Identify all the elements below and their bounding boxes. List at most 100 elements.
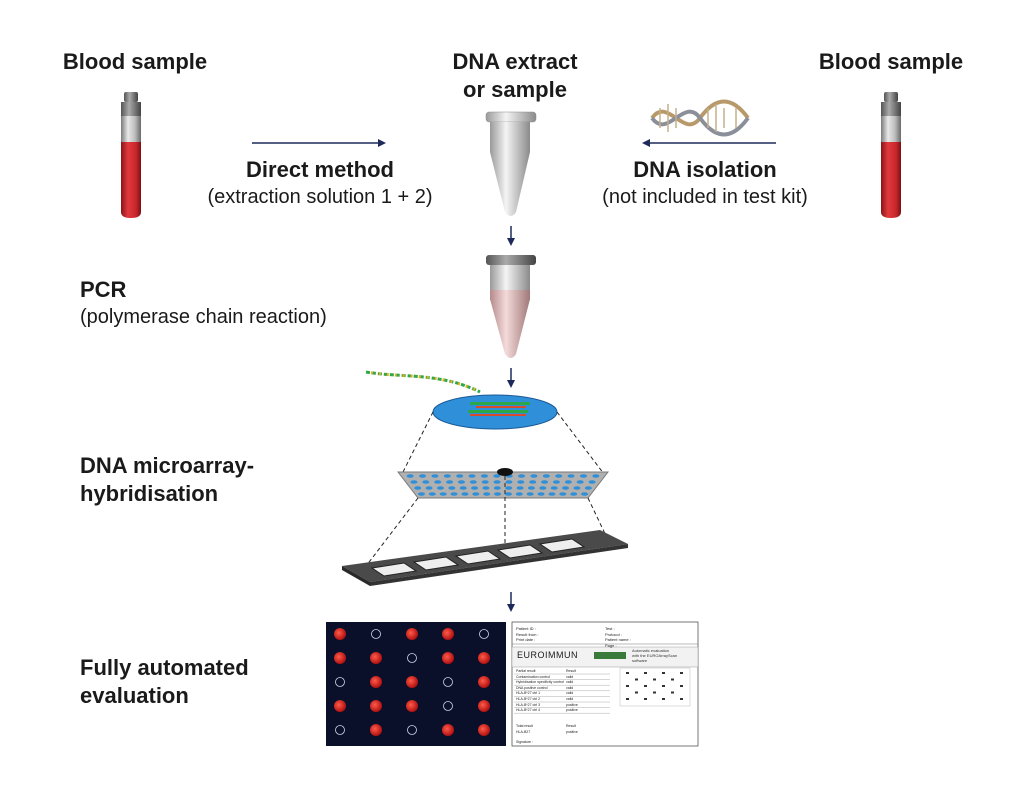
- direct-method-sub: (extraction solution 1 + 2): [207, 186, 433, 208]
- array-spot: [548, 492, 556, 496]
- microarray-slide-icon: [342, 530, 628, 586]
- report-cell: valid: [566, 680, 574, 685]
- report-header-field: Test :: [605, 626, 615, 631]
- array-spot: [581, 492, 589, 496]
- microarray-chip-icon: [396, 468, 610, 499]
- scan-spot: [370, 700, 382, 712]
- array-spot: [516, 486, 524, 490]
- array-spot: [419, 474, 427, 478]
- report-cell: valid: [566, 685, 574, 690]
- array-spot: [425, 486, 433, 490]
- array-spot: [483, 492, 491, 496]
- array-spot: [457, 480, 465, 484]
- report-mini-spot: [662, 685, 665, 687]
- array-spot: [482, 486, 490, 490]
- blood-sample-label-right: Blood sample: [818, 49, 964, 74]
- array-spot: [573, 486, 581, 490]
- array-spot: [505, 486, 513, 490]
- scan-spot: [443, 677, 453, 687]
- report-mini-spot: [680, 672, 683, 674]
- array-spot: [584, 486, 592, 490]
- array-spot: [459, 486, 467, 490]
- array-spot: [555, 474, 563, 478]
- dna-extract-line1: DNA extract: [452, 49, 578, 74]
- scan-spot: [478, 724, 490, 736]
- report-mini-spot: [644, 698, 647, 700]
- report-header-left: Patient ID :Result from :Print date :: [516, 626, 539, 643]
- array-spot: [592, 474, 600, 478]
- array-spot: [576, 480, 584, 484]
- report-subtitle: Automatic evaluation with the EUROArrayS…: [632, 648, 692, 663]
- report-document-icon: [511, 621, 699, 747]
- array-spot: [504, 492, 512, 496]
- report-cell: Hybridisation specificity control: [516, 680, 564, 685]
- scan-spot: [334, 652, 346, 664]
- evaluation-step-label: Fully automated evaluation: [80, 654, 320, 710]
- pcr-sub: (polymerase chain reaction): [80, 306, 327, 328]
- scan-spot: [478, 676, 490, 688]
- scan-spot: [370, 724, 382, 736]
- report-mini-spot: [626, 685, 629, 687]
- report-cell: HLA-B*27 ctrl 3: [516, 702, 541, 707]
- scan-spot: [334, 628, 346, 640]
- array-spot: [431, 474, 439, 478]
- array-spot: [493, 474, 501, 478]
- array-spot: [410, 480, 418, 484]
- report-cell: positive: [566, 708, 578, 713]
- array-spot: [515, 492, 523, 496]
- array-spot: [493, 486, 501, 490]
- scan-spot: [442, 724, 454, 736]
- hybridisation-step-label: DNA microarray- hybridisation: [80, 452, 320, 508]
- report-cell: Result: [566, 724, 576, 728]
- array-spot: [527, 486, 535, 490]
- scan-spot: [407, 653, 417, 663]
- report-cell: Total result: [516, 724, 533, 728]
- arrow-down-2: [507, 368, 515, 388]
- report-cell: positive: [566, 702, 578, 707]
- report-mini-spot: [662, 698, 665, 700]
- scan-spot: [478, 700, 490, 712]
- dna-isolation-sub: (not included in test kit): [602, 186, 808, 208]
- blood-sample-label-left: Blood sample: [62, 49, 208, 74]
- array-spot: [446, 480, 454, 484]
- array-spot: [518, 474, 526, 478]
- blood-tube-right-icon: [881, 92, 901, 218]
- array-spot: [469, 480, 477, 484]
- report-mini-spot: [671, 678, 674, 681]
- array-spot: [461, 492, 469, 496]
- array-spot: [579, 474, 587, 478]
- array-spot: [550, 486, 558, 490]
- report-cell: valid: [566, 696, 574, 701]
- report-mini-spot: [626, 672, 629, 674]
- array-spot: [539, 486, 547, 490]
- pcr-title: PCR: [80, 277, 127, 302]
- scan-spot: [442, 652, 454, 664]
- report-mini-spot: [644, 672, 647, 674]
- scan-spot: [406, 628, 418, 640]
- report-header-field: Result from :: [516, 631, 539, 637]
- array-spot: [570, 492, 578, 496]
- report-mini-spot: [680, 685, 683, 687]
- dna-isolation-block: DNA isolation (not included in test kit): [560, 156, 850, 210]
- report-mini-spot: [626, 698, 629, 700]
- report-header-field: Patient name :: [605, 637, 631, 642]
- array-spot: [480, 474, 488, 478]
- probe-disk-icon: [432, 394, 558, 430]
- report-header-field: Page :: [605, 642, 617, 648]
- report-mini-spot: [653, 678, 656, 681]
- report-header-field: Protocol :: [605, 631, 622, 637]
- array-spot: [567, 474, 575, 478]
- scan-result-panel: [326, 622, 506, 746]
- direct-method-arrow: [252, 139, 386, 147]
- scan-spot: [371, 629, 381, 639]
- dna-strand-icon: [365, 370, 481, 394]
- scan-spot: [407, 725, 417, 735]
- array-spot: [417, 492, 425, 496]
- report-cell: valid: [566, 674, 574, 679]
- scan-spot: [442, 628, 454, 640]
